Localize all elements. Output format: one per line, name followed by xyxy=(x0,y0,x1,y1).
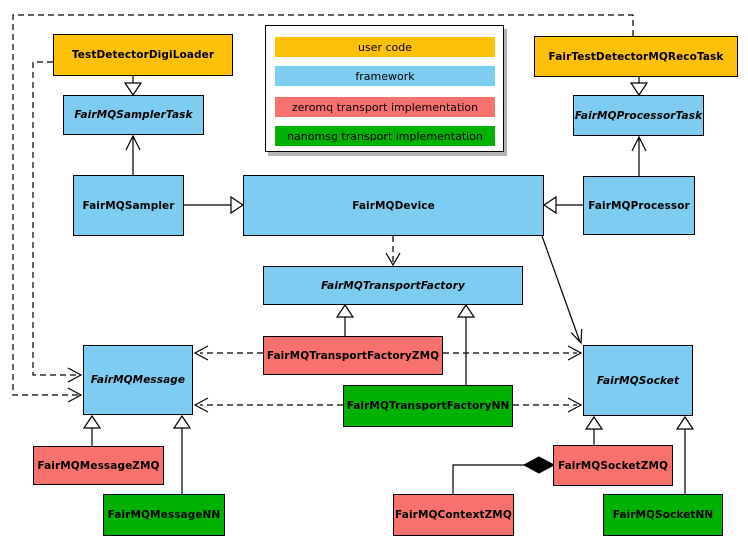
class-label: FairMQSampler xyxy=(82,199,175,212)
edge-device-socket xyxy=(541,235,583,345)
class-box-fairmqsampler: FairMQSampler xyxy=(73,175,184,236)
class-box-fairmqmessage: FairMQMessage xyxy=(83,345,193,415)
class-box-fairmqdevice: FairMQDevice xyxy=(243,175,544,236)
edge-tfzmq-transportfactory xyxy=(335,303,355,336)
edge-processor-device xyxy=(542,195,583,215)
edge-contextzmq-socketzmq xyxy=(452,456,556,494)
class-box-fairmqcontextzmq: FairMQContextZMQ xyxy=(393,494,514,536)
edge-messagezmq-message xyxy=(82,414,102,446)
edge-processor-processortask xyxy=(631,135,647,176)
legend-label: nanomsg transport implementation xyxy=(287,129,483,143)
legend-item-framework: framework xyxy=(275,66,495,86)
class-box-fairmqprocessortask: FairMQProcessorTask xyxy=(573,95,704,136)
edge-device-transportfactory xyxy=(385,236,401,267)
class-box-fairmqsamplertask: FairMQSamplerTask xyxy=(63,95,204,135)
edge-sampler-samplertask xyxy=(125,134,141,175)
edge-digiloader-message xyxy=(32,61,83,383)
class-label: FairMQSamplerTask xyxy=(74,109,193,121)
class-box-fairmqsocketzmq: FairMQSocketZMQ xyxy=(553,445,673,486)
class-box-fairmqprocessor: FairMQProcessor xyxy=(583,176,695,235)
class-box-fairmqtransportfactoryzmq: FairMQTransportFactoryZMQ xyxy=(263,336,443,375)
edge-sampler-device xyxy=(184,195,245,215)
class-label: FairMQTransportFactory xyxy=(321,279,465,292)
legend-label: framework xyxy=(355,69,415,83)
legend: user code framework zeromq transport imple… xyxy=(265,25,504,152)
class-label: FairMQProcessor xyxy=(588,199,690,212)
edge-tfzmq-message xyxy=(193,345,263,361)
edge-digiloader-samplertask xyxy=(123,75,143,97)
legend-label: zeromq transport implementation xyxy=(291,100,479,114)
class-box-fairtestdetectormqrecotask: FairTestDetectorMQRecoTask xyxy=(534,36,738,77)
edge-recotask-processortask xyxy=(629,77,649,97)
class-box-fairmqmessagenn: FairMQMessageNN xyxy=(103,494,225,536)
class-label: FairMQSocketNN xyxy=(612,509,714,521)
class-box-testdetectordigiloader: TestDetectorDigiLoader xyxy=(53,34,233,76)
class-label: FairMQSocket xyxy=(596,374,680,387)
class-label: FairMQMessage xyxy=(90,374,186,386)
class-label: FairMQContextZMQ xyxy=(395,509,512,521)
class-label: FairMQMessageZMQ xyxy=(37,459,160,472)
class-label: FairTestDetectorMQRecoTask xyxy=(548,50,724,63)
class-box-fairmqtransportfactory: FairMQTransportFactory xyxy=(263,266,523,305)
class-label: FairMQTransportFactoryZMQ xyxy=(266,349,440,362)
class-label: FairMQSocketZMQ xyxy=(557,459,669,472)
legend-item-zeromq: zeromq transport implementation xyxy=(275,97,495,117)
edge-tfzmq-socket xyxy=(443,345,583,361)
edge-tfnn-transportfactory xyxy=(456,303,476,385)
edge-tfnn-socket xyxy=(513,397,583,413)
class-label: FairMQTransportFactoryNN xyxy=(346,400,510,412)
legend-label: user code xyxy=(357,40,413,54)
class-box-fairmqsocketnn: FairMQSocketNN xyxy=(603,494,723,536)
edge-tfnn-message xyxy=(193,397,343,413)
legend-item-user-code: user code xyxy=(275,37,495,57)
edge-recotask-message xyxy=(12,14,634,403)
class-box-fairmqmessagezmq: FairMQMessageZMQ xyxy=(33,446,164,485)
edge-socketzmq-socket xyxy=(584,415,604,445)
edge-messagenn-message xyxy=(172,414,192,494)
legend-item-nanomsg: nanomsg transport implementation xyxy=(275,126,495,146)
class-label: TestDetectorDigiLoader xyxy=(71,49,215,61)
class-label: FairMQDevice xyxy=(352,199,435,212)
class-label: FairMQProcessorTask xyxy=(574,109,703,122)
class-box-fairmqsocket: FairMQSocket xyxy=(583,345,693,416)
class-box-fairmqtransportfactorynn: FairMQTransportFactoryNN xyxy=(343,385,513,427)
edge-socketnn-socket xyxy=(675,415,695,494)
class-label: FairMQMessageNN xyxy=(107,509,221,521)
